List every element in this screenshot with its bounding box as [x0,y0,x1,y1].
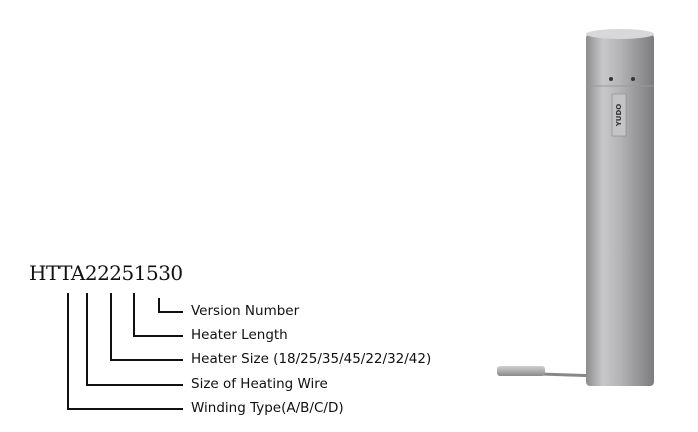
label-heating-wire-size: Size of Heating Wire [191,376,328,392]
label-heater-length: Heater Length [191,327,288,343]
leader-wire [86,293,183,386]
label-version-number: Version Number [191,303,300,319]
label-winding-type: Winding Type(A/B/C/D) [191,400,344,416]
leader-length [133,293,183,337]
label-heater-size: Heater Size (18/25/35/45/22/32/42) [191,351,432,367]
heater-product-image [497,29,654,386]
leader-winding [67,293,183,410]
model-code: HTTA22251530 [29,261,183,285]
leader-version [158,298,183,313]
product-brand-label: YUDO [615,103,623,127]
leader-size [110,293,183,361]
